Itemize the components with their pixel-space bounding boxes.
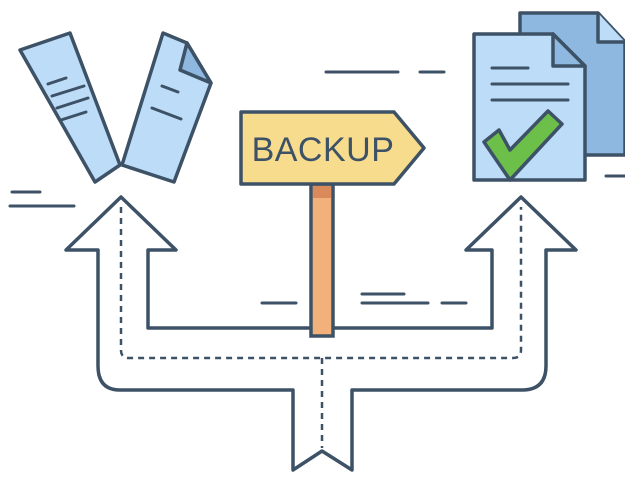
motion-lines [8,70,625,305]
check-mark-icon [482,109,564,182]
signpost-icon: BACKUP [239,110,426,338]
back-document-fold [596,13,625,44]
broken-document-right-half [120,31,213,184]
front-document-fold [551,32,587,68]
verified-documents-icon [472,11,625,182]
broken-document-right-lines [150,84,183,121]
front-document-lines [490,66,570,102]
broken-document-icon [18,31,213,184]
broken-document-fold [178,41,213,85]
signpost-label: BACKUP [252,131,395,169]
signpost-board [239,110,426,186]
arrow-center-dashline [119,207,523,360]
broken-document-left-lines [46,76,90,122]
signpost-pole-shadow [313,186,331,198]
broken-document-left-half [18,31,122,184]
signpost-pole [309,182,335,338]
